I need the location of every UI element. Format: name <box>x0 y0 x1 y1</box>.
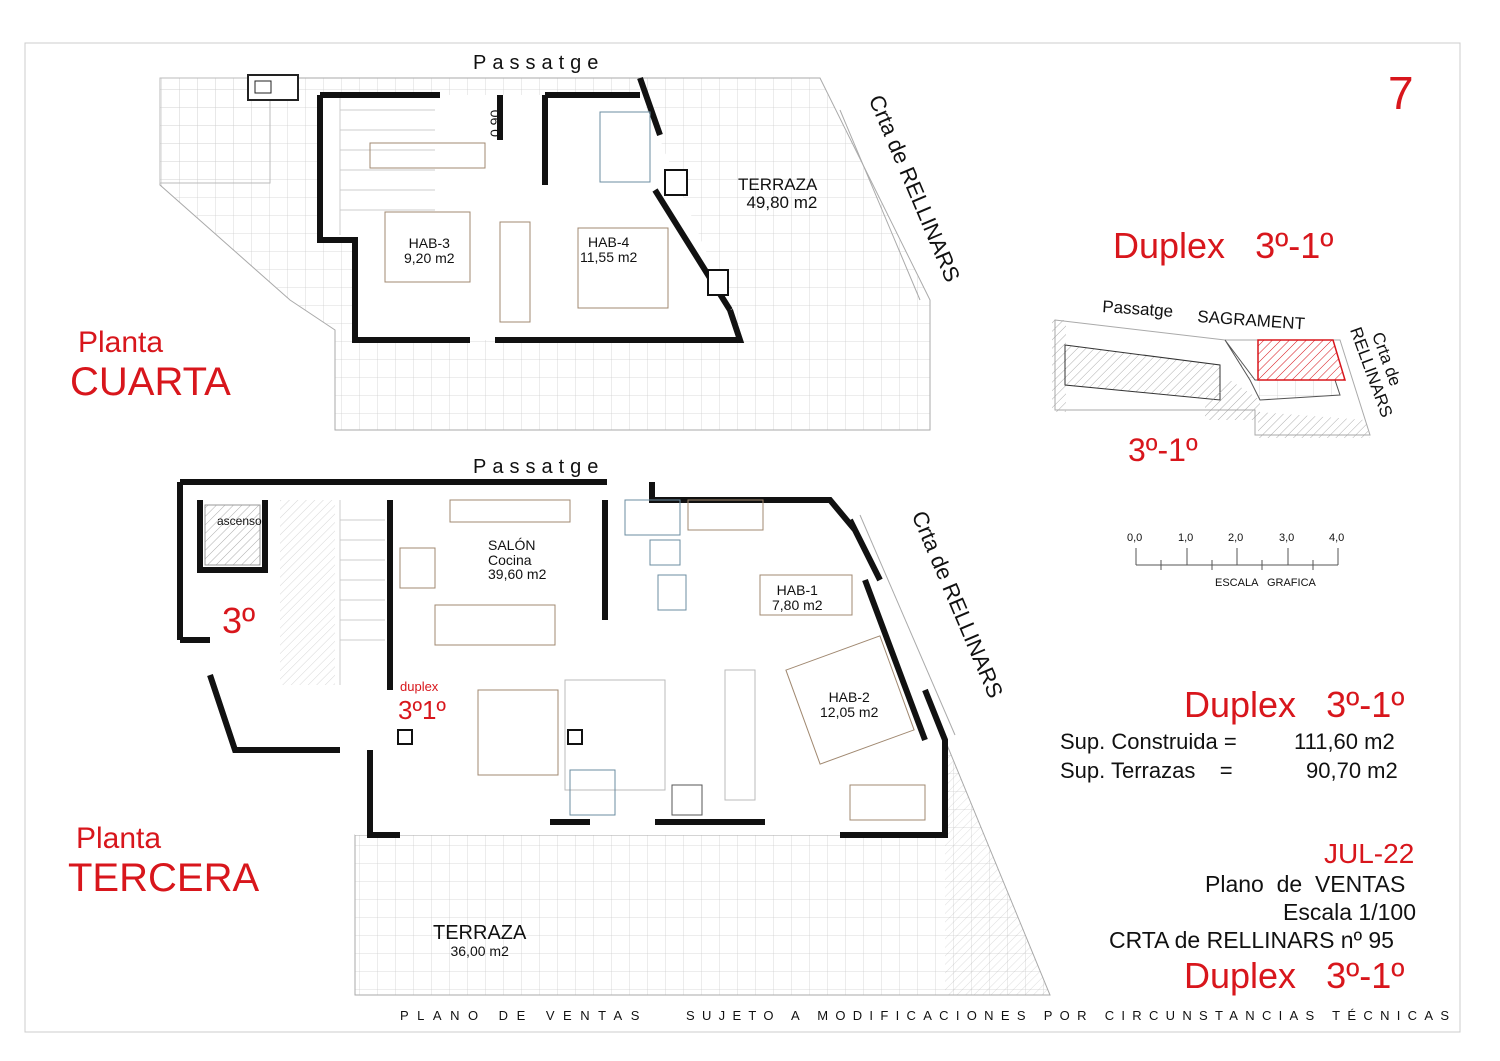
elevator-label: ascensor <box>217 514 266 528</box>
info-unit: Duplex 3º-1º <box>1184 955 1405 996</box>
upper-floor-name: CUARTA <box>70 360 231 404</box>
terrace-area-label: Sup. Terrazas = <box>1060 758 1233 783</box>
scale-tick-label: 0,0 <box>1127 532 1143 544</box>
level-mark: 3º <box>222 600 256 641</box>
scale-tick-label: 4,0 <box>1329 532 1345 544</box>
lower-unit-interior <box>180 482 945 835</box>
unit-big-label: 3º1º <box>398 695 446 725</box>
plan-address: CRTA de RELLINARS nº 95 <box>1109 927 1394 953</box>
upper-walls <box>317 77 745 343</box>
plan-type: Plano de VENTAS <box>1205 871 1406 897</box>
upper-floor-label: Planta <box>78 326 164 359</box>
plan-date: JUL-22 <box>1324 838 1415 869</box>
summary-title: Duplex 3º-1º <box>1184 684 1405 725</box>
lower-floor-label: Planta <box>76 822 162 855</box>
location-map <box>1052 319 1371 438</box>
upper-street-passatge: Passatge <box>473 52 605 74</box>
built-area-value: 111,60 m2 <box>1294 729 1395 754</box>
scale-tick-label: 3,0 <box>1279 532 1295 544</box>
sheet-border <box>24 42 1461 1033</box>
footer-right: SUJETO A MODIFICACIONES POR CIRCUNSTANCI… <box>686 1008 1457 1023</box>
footer-left: PLANO DE VENTAS <box>400 1008 648 1023</box>
upper-unit-interior <box>320 95 740 340</box>
map-title: Duplex 3º-1º <box>1113 225 1334 266</box>
map-street-passatge: Passatge <box>1101 297 1174 321</box>
scale-tick-label: 1,0 <box>1178 532 1194 544</box>
scale-bar-label: ESCALA GRAFICA <box>1215 577 1316 589</box>
scale-tick-label: 2,0 <box>1228 532 1244 544</box>
plan-scale: Escala 1/100 <box>1283 899 1416 925</box>
lower-street-passatge: Passatge <box>473 456 605 478</box>
scale-bar <box>1135 548 1339 570</box>
map-unit-label: 3º-1º <box>1128 432 1198 468</box>
terrace-area-value: 90,70 m2 <box>1306 758 1398 783</box>
built-area-label: Sup. Construida = <box>1060 729 1237 754</box>
lower-floor-name: TERCERA <box>68 856 260 900</box>
unit-small-label: duplex <box>400 679 439 694</box>
page-number: 7 <box>1388 67 1414 119</box>
dimension-label: 0.90 <box>487 109 503 137</box>
unit-highlight <box>1257 339 1347 381</box>
